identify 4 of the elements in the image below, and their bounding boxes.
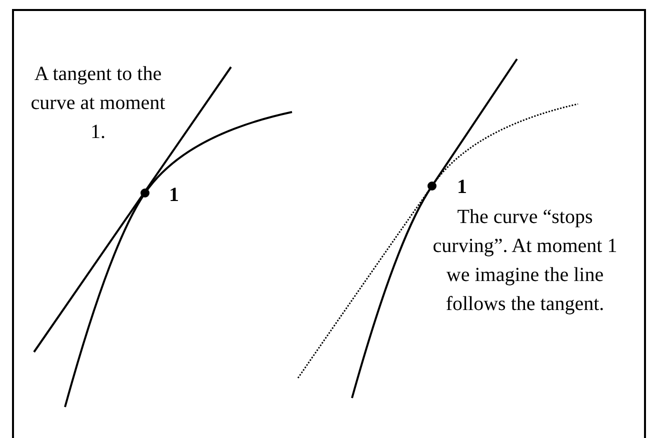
caption-text: The curve “stops curving”. At moment 1 we imagine the line follows the tangent. [432, 205, 618, 317]
point-label: 1 [456, 175, 468, 200]
point-label: 1 [168, 183, 180, 208]
caption-text: A tangent to the curve at moment 1. [30, 62, 166, 145]
